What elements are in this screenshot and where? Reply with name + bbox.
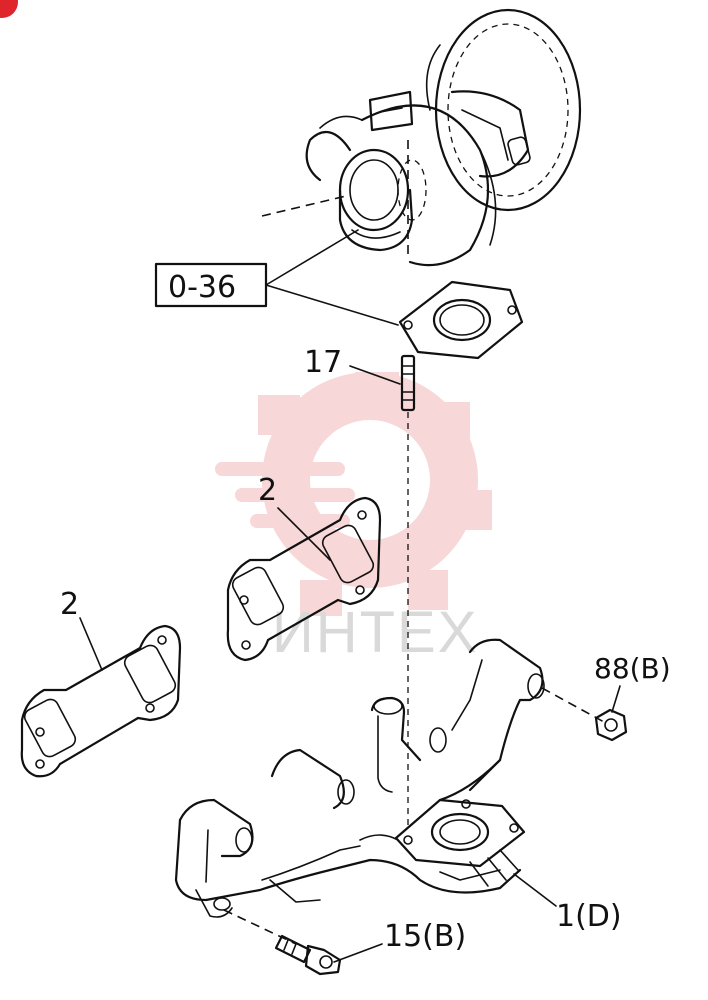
callout-bolt: 15(B) [384, 919, 466, 954]
callout-leader-manifold [513, 873, 557, 907]
callout-stud: 17 [304, 345, 342, 380]
turbocharger-part [261, 8, 582, 267]
bolt-alignment-line [223, 909, 297, 945]
stud-part [400, 354, 416, 412]
callout-nut: 88(B) [594, 652, 671, 685]
exhaust-gasket-lower-part [20, 624, 182, 778]
turbo-flange-gasket-part [398, 280, 524, 360]
reference-box-0-36: 0-36 [154, 229, 399, 326]
callout-gasket-upper: 2 [258, 473, 277, 508]
nut-alignment-line [541, 687, 605, 723]
callout-leader-gasket-upper [277, 507, 331, 561]
reference-box-label: 0-36 [168, 270, 236, 305]
corner-badge-icon [0, 0, 18, 18]
watermark-gear-logo-icon [215, 372, 492, 616]
exhaust-gasket-upper-part [226, 496, 382, 662]
nut-part [594, 708, 628, 742]
callout-manifold: 1(D) [556, 899, 622, 934]
watermark-text: ИНТЕХ [272, 600, 478, 665]
callout-leader-stud [349, 365, 401, 385]
callout-leader-bolt [333, 943, 383, 963]
callout-gasket-lower: 2 [60, 587, 79, 622]
bolt-part [274, 934, 342, 976]
exhaust-manifold-part [174, 638, 545, 918]
callout-leader-nut [611, 685, 621, 713]
callout-leader-gasket-lower [79, 617, 103, 671]
